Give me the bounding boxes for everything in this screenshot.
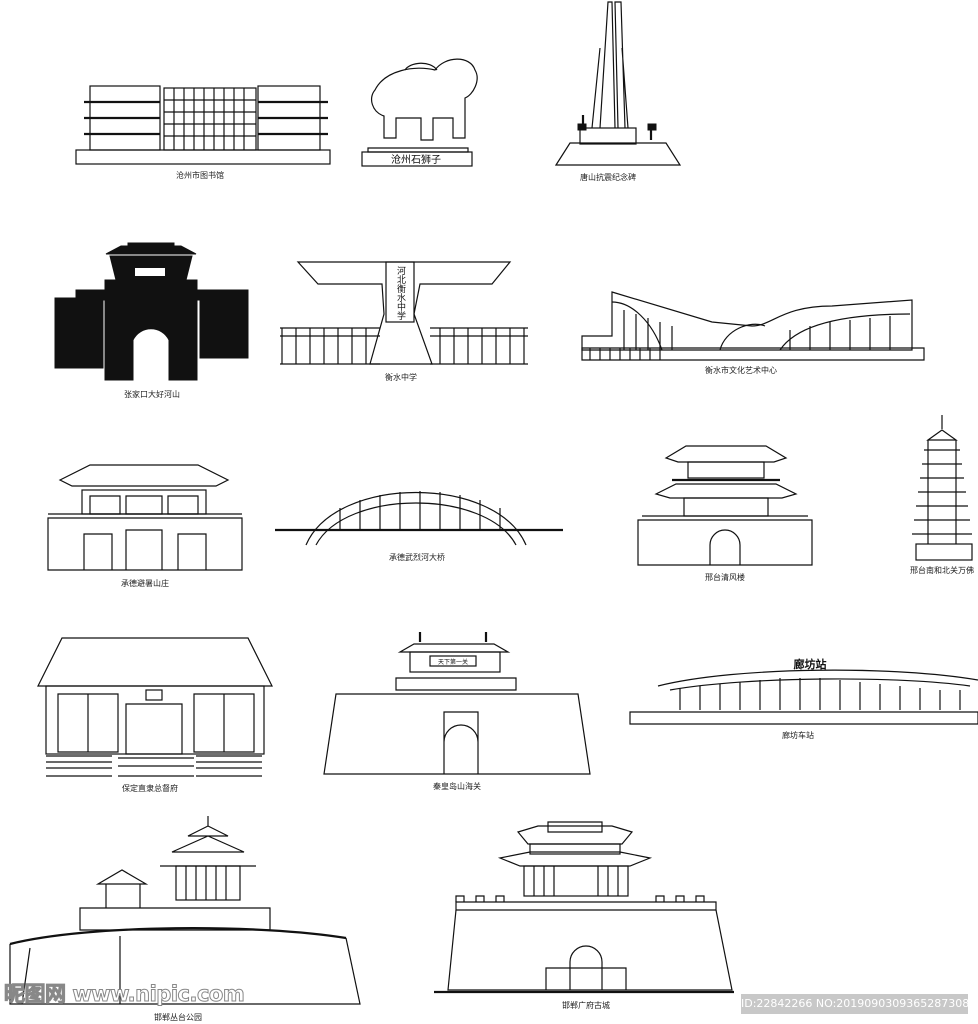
chengde-bridge-drawing: 承德武烈河大桥 bbox=[275, 491, 563, 562]
school-sign: 河北衡水中学 bbox=[395, 265, 406, 320]
caption: 保定直隶总督府 bbox=[122, 783, 178, 793]
hengshui-school-drawing: 河北衡水中学 衡水中学 bbox=[280, 261, 528, 382]
caption: 邯郸广府古城 bbox=[562, 1000, 610, 1010]
handan-congtai-park-drawing: 邯郸丛台公园 bbox=[9, 816, 361, 1022]
baoding-governor-office-drawing: 保定直隶总督府 bbox=[37, 637, 273, 793]
watermark-logo: 昵图网 www.nipic.com bbox=[4, 982, 246, 1006]
caption: 衡水中学 bbox=[385, 372, 417, 382]
caption: 沧州石狮子 bbox=[391, 153, 441, 166]
zhangjiakou-gate-drawing: 张家口大好河山 bbox=[54, 242, 249, 399]
xingtai-pagoda-drawing: 邢台南和北关万佛 bbox=[910, 415, 974, 575]
caption: 衡水市文化艺术中心 bbox=[705, 365, 777, 375]
caption: 邢台清风楼 bbox=[705, 572, 745, 582]
caption: 邢台南和北关万佛 bbox=[910, 565, 974, 575]
chengde-mountain-resort-drawing: 承德避暑山庄 bbox=[47, 464, 243, 588]
watermark-logo-text: 昵图网 bbox=[4, 982, 67, 1006]
watermark-site: www.nipic.com bbox=[72, 982, 245, 1006]
caption: 秦皇岛山海关 bbox=[433, 781, 481, 791]
hengshui-culture-center-drawing: 衡水市文化艺术中心 bbox=[581, 291, 925, 375]
caption: 沧州市图书馆 bbox=[176, 170, 224, 180]
langfang-station-drawing: 廊坊站 廊坊车站 bbox=[629, 657, 978, 740]
pass-sign: 天下第一关 bbox=[438, 658, 468, 666]
watermark-id-badge: ID:22842266 NO:20190903093652873084 bbox=[741, 994, 976, 1014]
caption: 邯郸丛台公园 bbox=[154, 1012, 202, 1022]
shanhaiguan-pass-drawing: 天下第一关 秦皇岛山海关 bbox=[323, 632, 591, 791]
caption: 廊坊车站 bbox=[782, 730, 814, 740]
tangshan-earthquake-monument-drawing: 唐山抗震纪念碑 bbox=[554, 1, 682, 182]
station-sign: 廊坊站 bbox=[794, 657, 827, 671]
xingtai-qingfeng-tower-drawing: 邢台清风楼 bbox=[637, 445, 813, 582]
cangzhou-stone-lion-drawing: 沧州石狮子 bbox=[361, 58, 478, 167]
handan-guangfu-city-drawing: 邯郸广府古城 bbox=[434, 821, 734, 1010]
caption: 承德武烈河大桥 bbox=[389, 552, 445, 562]
caption: 唐山抗震纪念碑 bbox=[580, 172, 636, 182]
caption: 承德避暑山庄 bbox=[121, 578, 169, 588]
cangzhou-library-drawing: 沧州市图书馆 bbox=[75, 85, 331, 180]
caption: 张家口大好河山 bbox=[124, 389, 180, 399]
